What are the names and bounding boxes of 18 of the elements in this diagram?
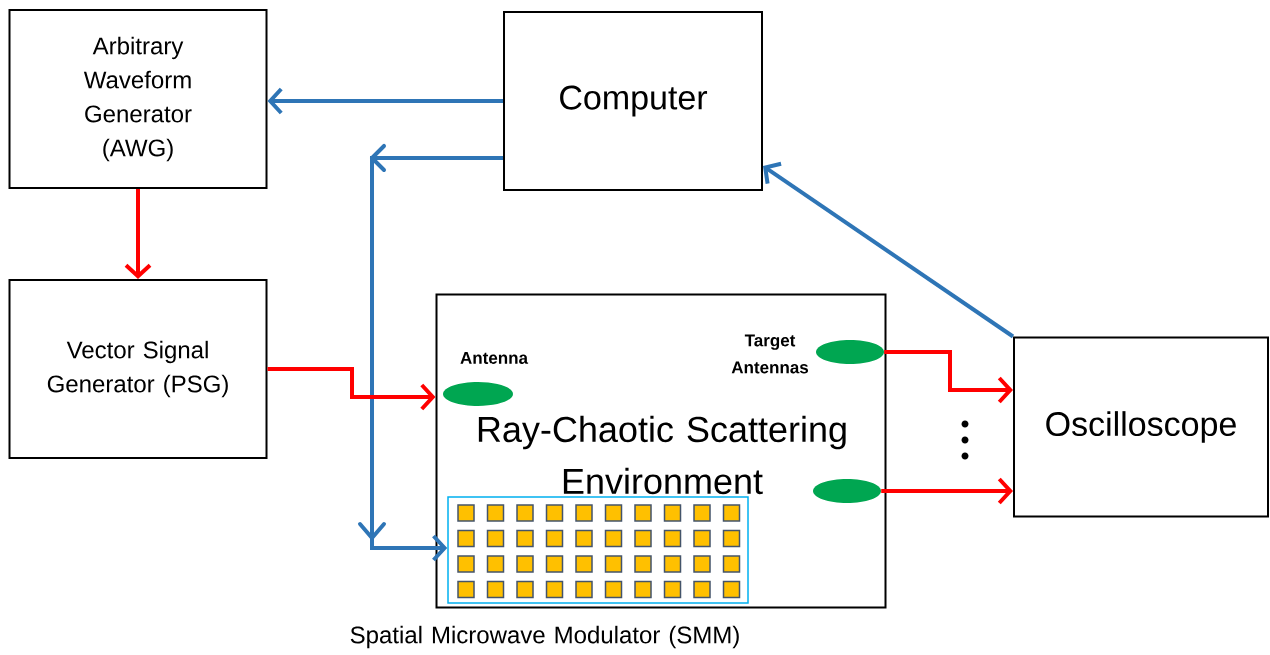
device-box: Vector Signal Generator (PSG): [8, 279, 268, 459]
antenna-label: Target Antennas: [731, 334, 809, 374]
device-box: Oscilloscope: [1013, 336, 1269, 518]
arrow: [763, 161, 1015, 339]
arrow: [358, 144, 503, 562]
arrow: [124, 189, 152, 279]
modulator-grid: [447, 496, 749, 604]
device-box: Computer: [503, 11, 763, 191]
arrow: [884, 350, 1013, 404]
device-box: Arbitrary Waveform Generator (AWG): [8, 9, 268, 189]
antenna-label: Antenna: [460, 352, 529, 364]
modulator-label: Spatial Microwave Modulator (SMM): [350, 625, 739, 649]
antenna-ellipse: [443, 382, 513, 406]
arrow: [881, 477, 1013, 505]
antenna-ellipse: [813, 479, 881, 503]
antenna-ellipse: [816, 340, 884, 364]
arrow: [267, 87, 503, 115]
arrow: [267, 367, 436, 411]
